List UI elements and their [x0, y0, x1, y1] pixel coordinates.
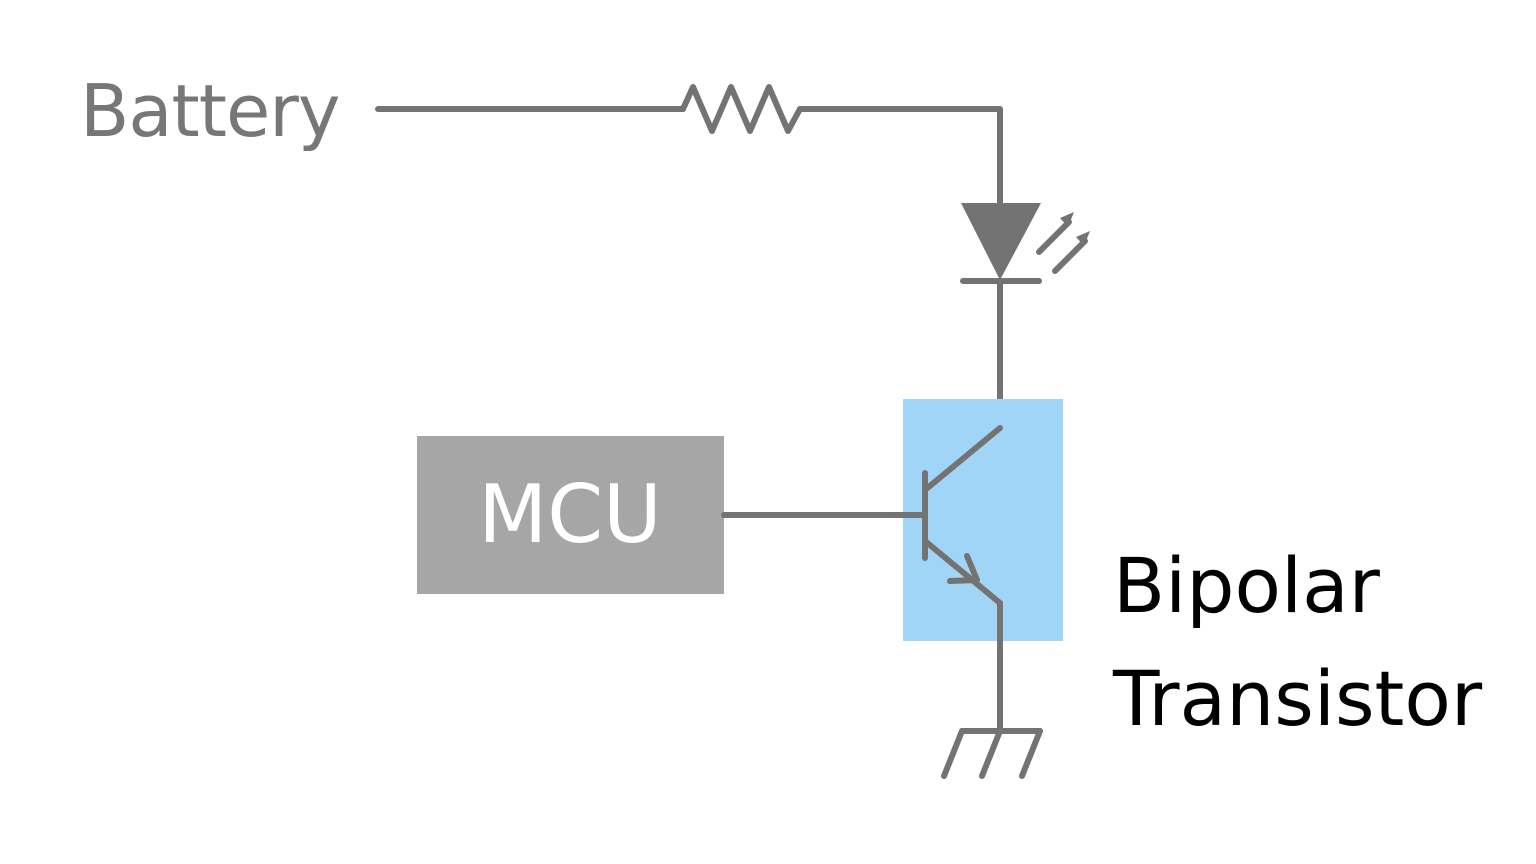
mcu-label: MCU — [478, 468, 661, 561]
transistor-emitter-arrow — [947, 553, 980, 584]
led-icon — [960, 203, 1090, 284]
light-emission-arrows-icon — [1036, 212, 1090, 274]
led-triangle — [961, 203, 1041, 280]
battery-label: Battery — [80, 69, 339, 153]
transistor-label-line1: Bipolar — [1113, 541, 1381, 630]
ground-icon — [941, 728, 1043, 779]
transistor-collector — [922, 425, 1003, 493]
mcu-box — [417, 436, 724, 594]
transistor-emitter — [922, 538, 1003, 606]
transistor-label-line2: Transistor — [1112, 654, 1483, 743]
top-right-wire — [797, 106, 1003, 206]
resistor-icon — [680, 84, 803, 134]
